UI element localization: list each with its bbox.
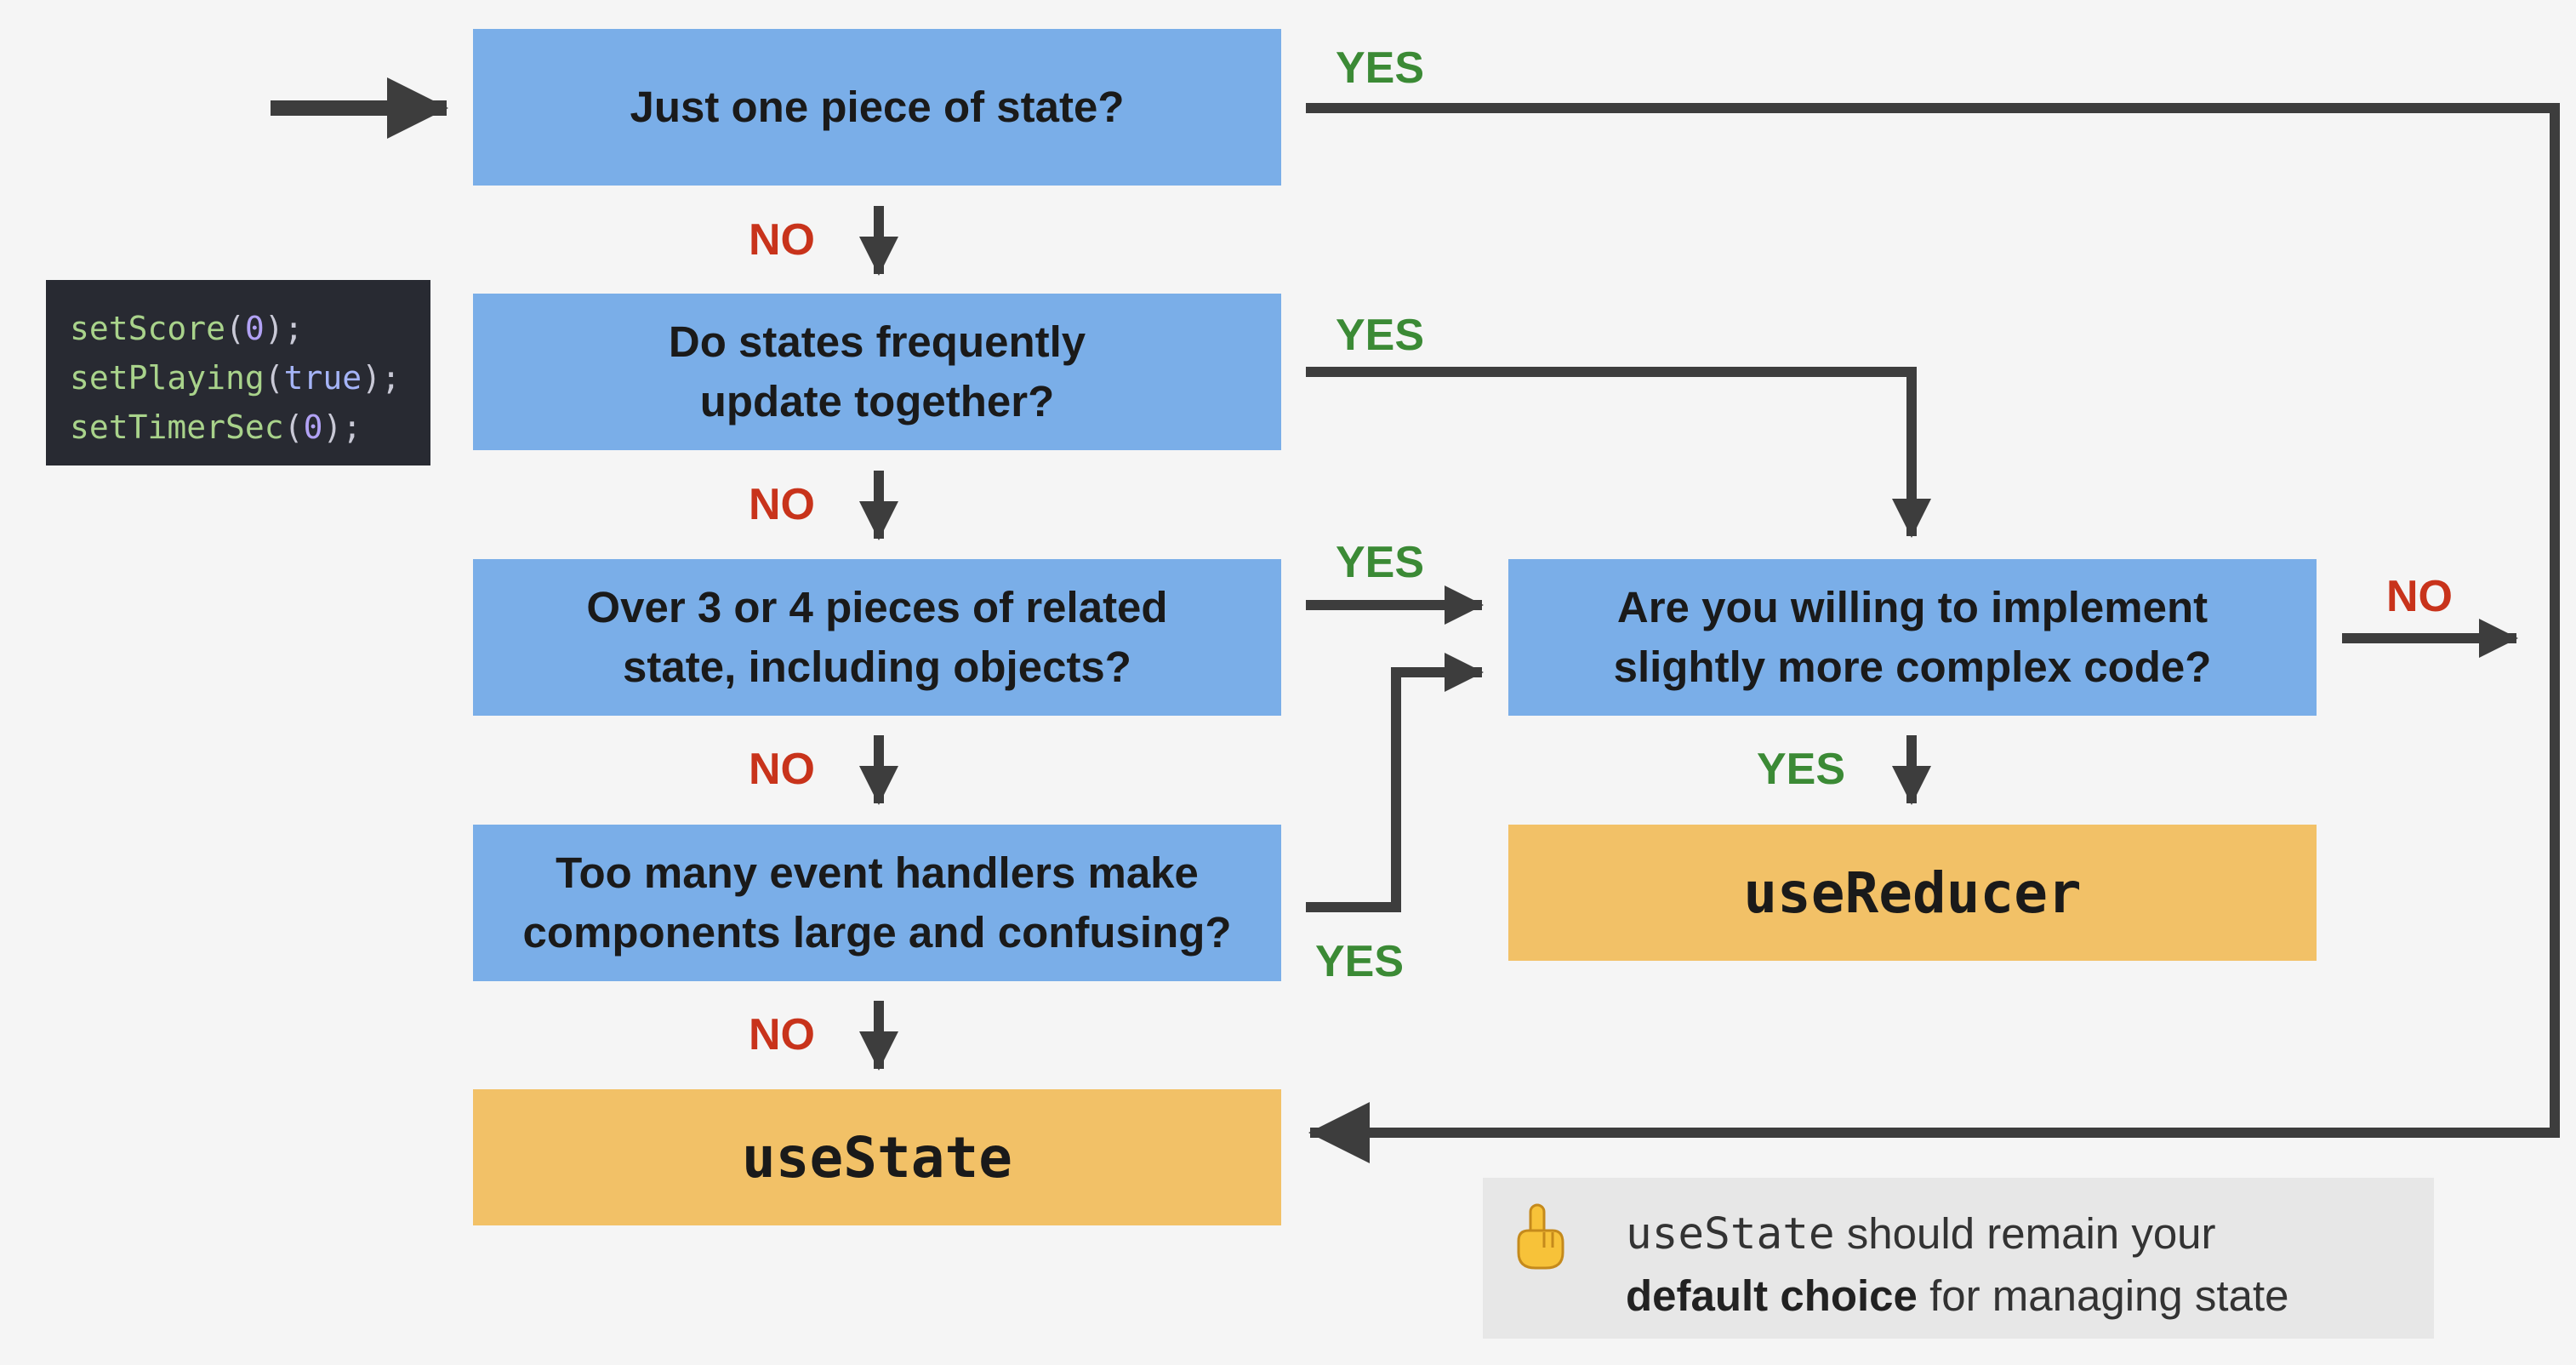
q5-no-label: NO xyxy=(2386,572,2453,621)
tip-code: useState xyxy=(1626,1209,1835,1259)
code-snippet: setScore(0); setPlaying(true); setTimerS… xyxy=(46,280,430,465)
q4-no-label: NO xyxy=(749,1010,815,1059)
q3-yes-label: YES xyxy=(1336,538,1425,587)
question-update-together: Do states frequently update together? xyxy=(473,294,1281,450)
q2-yes-label: YES xyxy=(1336,311,1425,360)
q3-no-label: NO xyxy=(749,745,815,794)
question-many-related-pieces: Over 3 or 4 pieces of related state, inc… xyxy=(473,559,1281,716)
outcome-use-reducer: useReducer xyxy=(1508,825,2317,961)
q5-yes-label: YES xyxy=(1757,745,1846,794)
code-line: setScore(0); xyxy=(70,310,304,347)
q1-yes-label: YES xyxy=(1336,43,1425,93)
pointing-up-hand-icon xyxy=(1512,1202,1568,1276)
q2-no-label: NO xyxy=(749,480,815,529)
question-one-piece-of-state: Just one piece of state? xyxy=(473,29,1281,186)
question-willing-complex-code: Are you willing to implement slightly mo… xyxy=(1508,559,2317,716)
code-line: setTimerSec(0); xyxy=(70,408,362,446)
code-line: setPlaying(true); xyxy=(70,359,401,397)
q4-yes-label: YES xyxy=(1315,937,1405,986)
tip-text: useState should remain your default choi… xyxy=(1626,1209,2289,1320)
q1-no-label: NO xyxy=(749,215,815,265)
q1-yes-path xyxy=(1306,103,2560,1163)
outcome-use-state: useState xyxy=(473,1089,1281,1225)
tip-callout: useState should remain your default choi… xyxy=(1483,1178,2434,1339)
question-too-many-event-handlers: Too many event handlers make components … xyxy=(473,825,1281,981)
q4-yes-path xyxy=(1306,653,1484,912)
tip-bold: default choice xyxy=(1626,1271,1918,1320)
q2-yes-path xyxy=(1306,367,1931,538)
